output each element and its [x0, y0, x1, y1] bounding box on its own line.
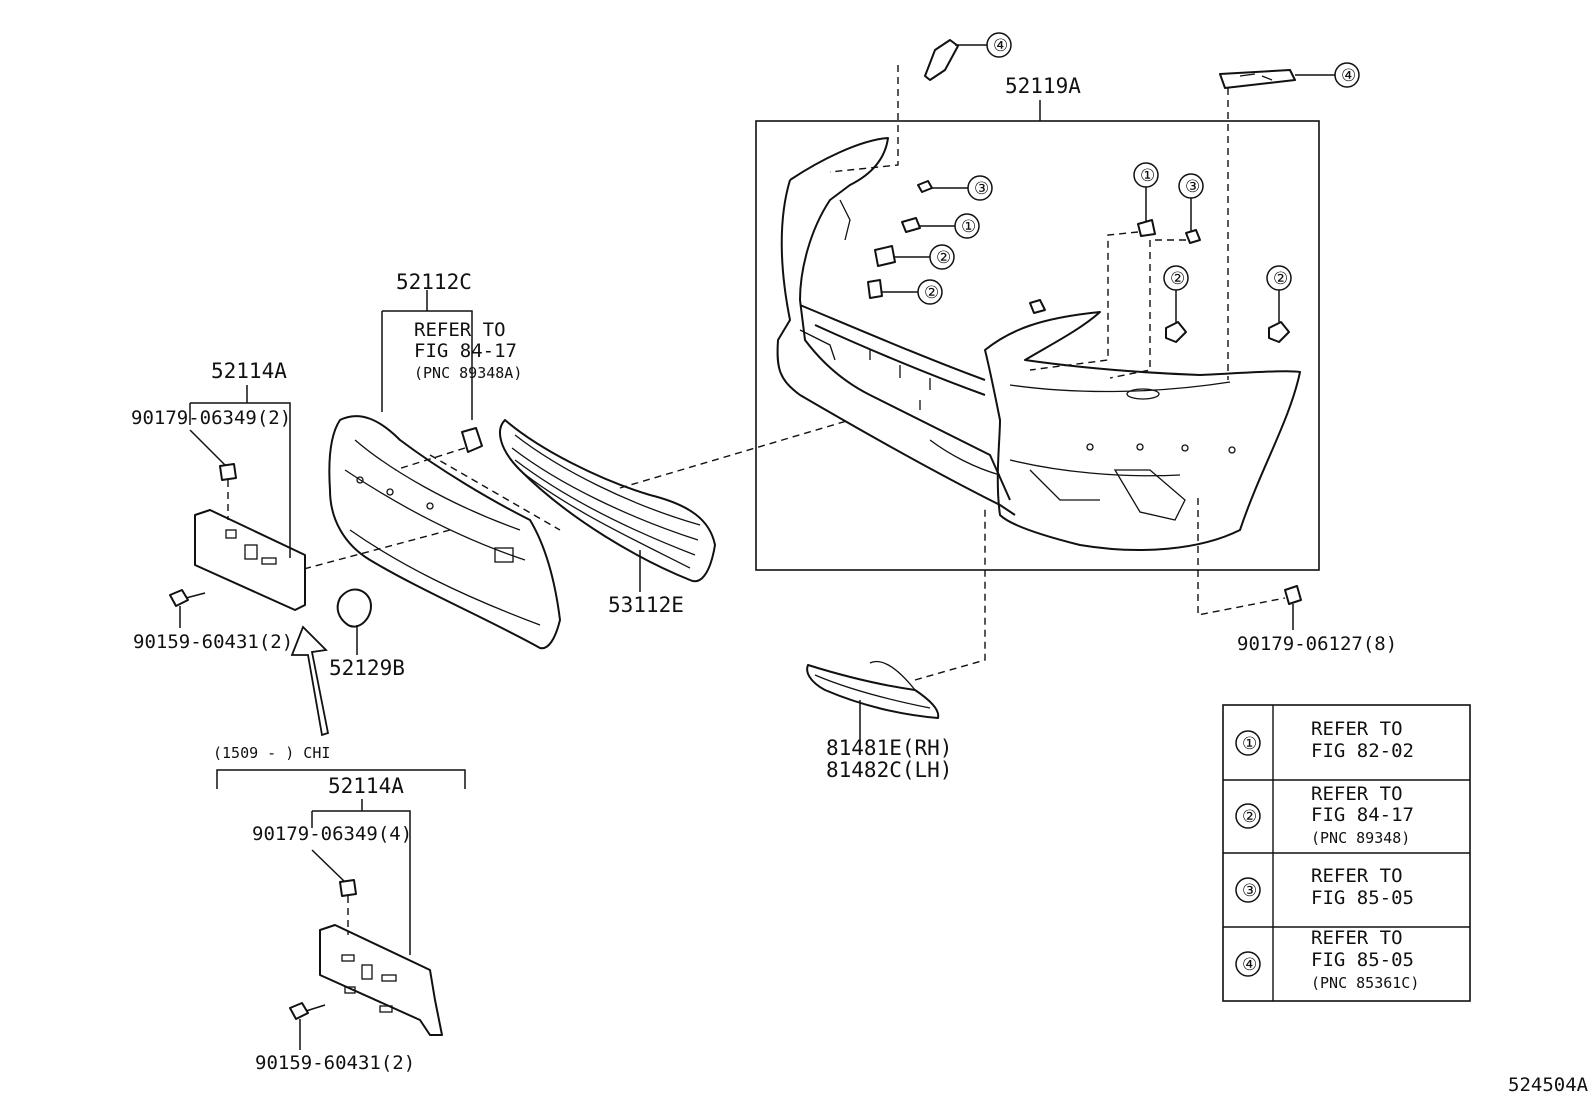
label-53112E: 53112E	[608, 593, 684, 617]
callout-2-d: ②	[1266, 265, 1292, 322]
top-clip-left: ④	[924, 32, 1012, 81]
callout-1-a: ①	[920, 213, 980, 239]
svg-text:④: ④	[1242, 955, 1257, 975]
fog-trim-part	[806, 660, 940, 719]
svg-text:③: ③	[1242, 881, 1257, 901]
label-52119A: 52119A	[1005, 74, 1081, 98]
svg-text:①: ①	[1242, 734, 1257, 754]
svg-text:②: ②	[1273, 269, 1288, 289]
legend-row-1: ① REFER TO FIG 82-02	[1235, 718, 1414, 762]
svg-text:②: ②	[1170, 269, 1185, 289]
direction-arrow	[290, 625, 330, 737]
svg-text:②: ②	[936, 248, 951, 268]
svg-text:③: ③	[974, 179, 989, 199]
label-chi-clip: 90179-06349(4)	[252, 823, 412, 845]
label-52114A-upper: 52114A	[211, 359, 287, 383]
bumper-cover-part	[776, 137, 1301, 551]
svg-text:REFER TO: REFER TO	[1311, 783, 1403, 805]
svg-text:④: ④	[1341, 66, 1356, 86]
callout-2-a: ②	[895, 244, 955, 270]
legend-row-2: ② REFER TO FIG 84-17 (PNC 89348)	[1235, 783, 1414, 847]
label-fog-rh: 81481E(RH)	[826, 736, 952, 760]
label-52114A-lower: 52114A	[328, 774, 404, 798]
legend-row-3: ③ REFER TO FIG 85-05	[1235, 865, 1414, 909]
callout-2-c: ②	[1163, 265, 1189, 322]
label-chi-range: (1509 - ) CHI	[213, 744, 330, 762]
svg-text:①: ①	[1140, 166, 1155, 186]
callout-3-a: ③	[932, 175, 993, 201]
svg-text:FIG 85-05: FIG 85-05	[1311, 887, 1414, 909]
label-cover-nut: 90179-06127(8)	[1237, 633, 1397, 655]
label-52112C: 52112C	[396, 270, 472, 294]
svg-text:FIG 85-05: FIG 85-05	[1311, 949, 1414, 971]
label-plate-screw: 90159-60431(2)	[133, 631, 293, 653]
svg-text:①: ①	[961, 217, 976, 237]
top-clip-right: ④	[1219, 62, 1360, 89]
callout-2-b: ②	[882, 279, 943, 305]
clip-fasteners	[867, 180, 1290, 343]
grille-note-line3: (PNC 89348A)	[414, 364, 522, 382]
svg-text:REFER TO: REFER TO	[1311, 865, 1403, 887]
svg-text:REFER TO: REFER TO	[1311, 718, 1403, 740]
svg-text:③: ③	[1185, 177, 1200, 197]
lower-grille-part	[499, 419, 716, 583]
cap-part	[336, 588, 372, 628]
grille-note-line2: FIG 84-17	[414, 340, 517, 362]
svg-text:④: ④	[993, 36, 1008, 56]
grille-mount-part	[328, 415, 561, 650]
diagram-id: 524504A	[1508, 1074, 1589, 1096]
plate-bracket-part	[194, 509, 306, 611]
svg-text:②: ②	[1242, 807, 1257, 827]
callout-3-b: ③	[1178, 173, 1204, 231]
svg-text:(PNC 89348): (PNC 89348)	[1311, 829, 1410, 847]
bumper-cover-frame	[755, 120, 1320, 571]
svg-text:(PNC 85361C): (PNC 85361C)	[1311, 974, 1419, 992]
svg-text:REFER TO: REFER TO	[1311, 927, 1403, 949]
label-chi-screw: 90159-60431(2)	[255, 1052, 415, 1074]
legend-row-4: ④ REFER TO FIG 85-05 (PNC 85361C)	[1235, 927, 1419, 992]
grille-note-line1: REFER TO	[414, 319, 506, 341]
label-plate-clip: 90179-06349(2)	[131, 407, 291, 429]
label-52129B: 52129B	[329, 656, 405, 680]
label-fog-lh: 81482C(LH)	[826, 758, 952, 782]
svg-text:FIG 84-17: FIG 84-17	[1311, 804, 1414, 826]
svg-text:FIG 82-02: FIG 82-02	[1311, 740, 1414, 762]
chi-bracket-part	[319, 924, 443, 1036]
svg-text:②: ②	[924, 283, 939, 303]
legend-table: ① REFER TO FIG 82-02 ② REFER TO FIG 84-1…	[1222, 704, 1471, 1002]
callout-1-b: ①	[1133, 162, 1159, 221]
